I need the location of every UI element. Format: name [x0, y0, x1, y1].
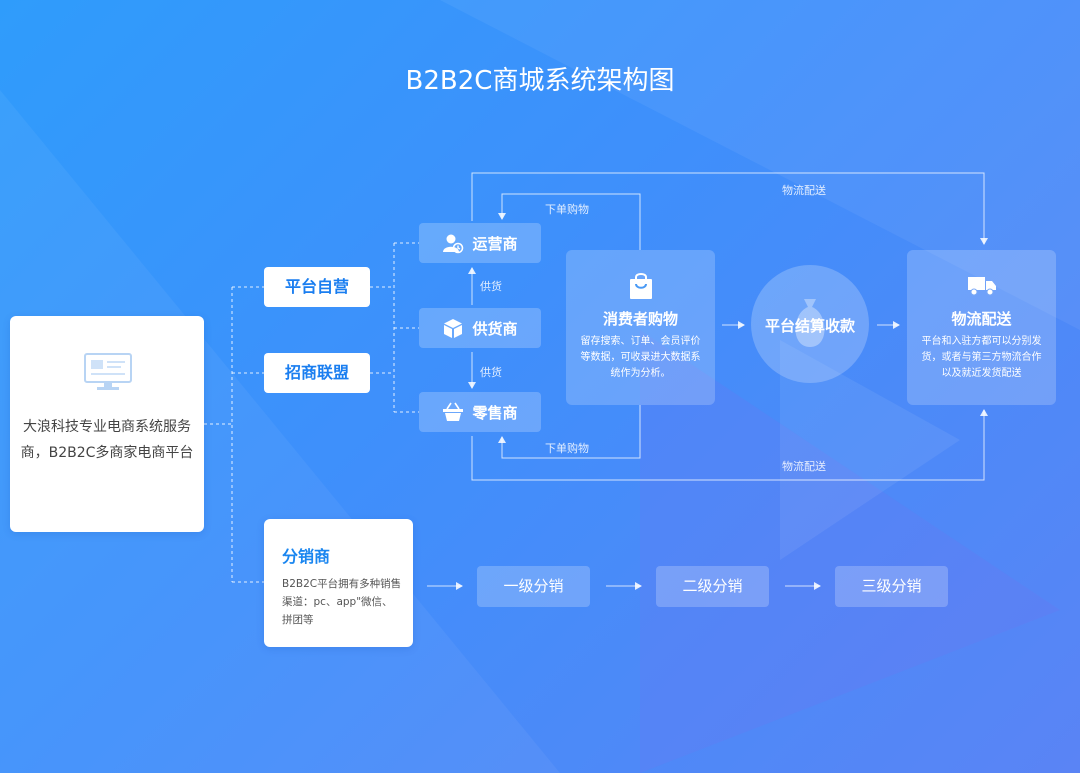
- level-3-distribution: 三级分销: [835, 566, 948, 607]
- role-operator-label: 运营商: [472, 234, 518, 253]
- operator-user-icon: [443, 234, 464, 254]
- truck-icon: [968, 277, 996, 296]
- basket-icon: [443, 402, 464, 421]
- distributor-description: B2B2C平台拥有多种销售渠道：pc、app"微信、拼团等: [282, 578, 402, 626]
- role-retailer-label: 零售商: [472, 403, 518, 422]
- consumer-title: 消费者购物: [602, 310, 678, 328]
- company-card: 大浪科技专业电商系统服务商，B2B2C多商家电商平台: [10, 316, 204, 532]
- role-retailer: 零售商: [419, 392, 541, 432]
- order-label-top: 下单购物: [545, 203, 589, 216]
- level-1-distribution: 一级分销: [477, 566, 590, 607]
- box-icon: [444, 319, 463, 338]
- logistics-description: 平台和入驻方都可以分别发货，或者与第三方物流合作以及就近发货配送: [921, 336, 1042, 379]
- page-title: B2B2C商城系统架构图: [405, 66, 675, 96]
- consumer-description: 留存搜索、订单、会员评价等数据，可收录进大数据系统作为分析。: [580, 336, 701, 379]
- supply-label-bottom: 供货: [480, 366, 502, 379]
- shopping-bag-icon: [630, 273, 652, 299]
- supply-label-top: 供货: [480, 280, 502, 293]
- self-run-channel: 平台自营: [264, 267, 370, 307]
- merchant-alliance-channel: 招商联盟: [264, 353, 370, 393]
- company-description: 大浪科技专业电商系统服务商，B2B2C多商家电商平台: [20, 419, 194, 461]
- order-label-bottom: 下单购物: [545, 442, 589, 455]
- logistics-label-bottom: 物流配送: [782, 460, 826, 473]
- logistics-label-top: 物流配送: [782, 184, 826, 197]
- consumer-shopping-box: 消费者购物 留存搜索、订单、会员评价等数据，可收录进大数据系统作为分析。: [566, 250, 715, 405]
- distributor-card: 分销商 B2B2C平台拥有多种销售渠道：pc、app"微信、拼团等: [264, 519, 413, 647]
- logistics-title: 物流配送: [951, 310, 1012, 328]
- logistics-box: 物流配送 平台和入驻方都可以分别发货，或者与第三方物流合作以及就近发货配送: [907, 250, 1056, 405]
- distributor-title: 分销商: [282, 547, 331, 566]
- money-bag-icon: [795, 299, 825, 347]
- settlement-title: 平台结算收款: [764, 317, 855, 335]
- platform-settlement-circle: 平台结算收款: [751, 265, 869, 383]
- role-supplier-label: 供货商: [472, 319, 518, 338]
- monitor-icon: [84, 353, 132, 390]
- level-2-distribution: 二级分销: [656, 566, 769, 607]
- role-supplier: 供货商: [419, 308, 541, 348]
- role-operator: 运营商: [419, 223, 541, 263]
